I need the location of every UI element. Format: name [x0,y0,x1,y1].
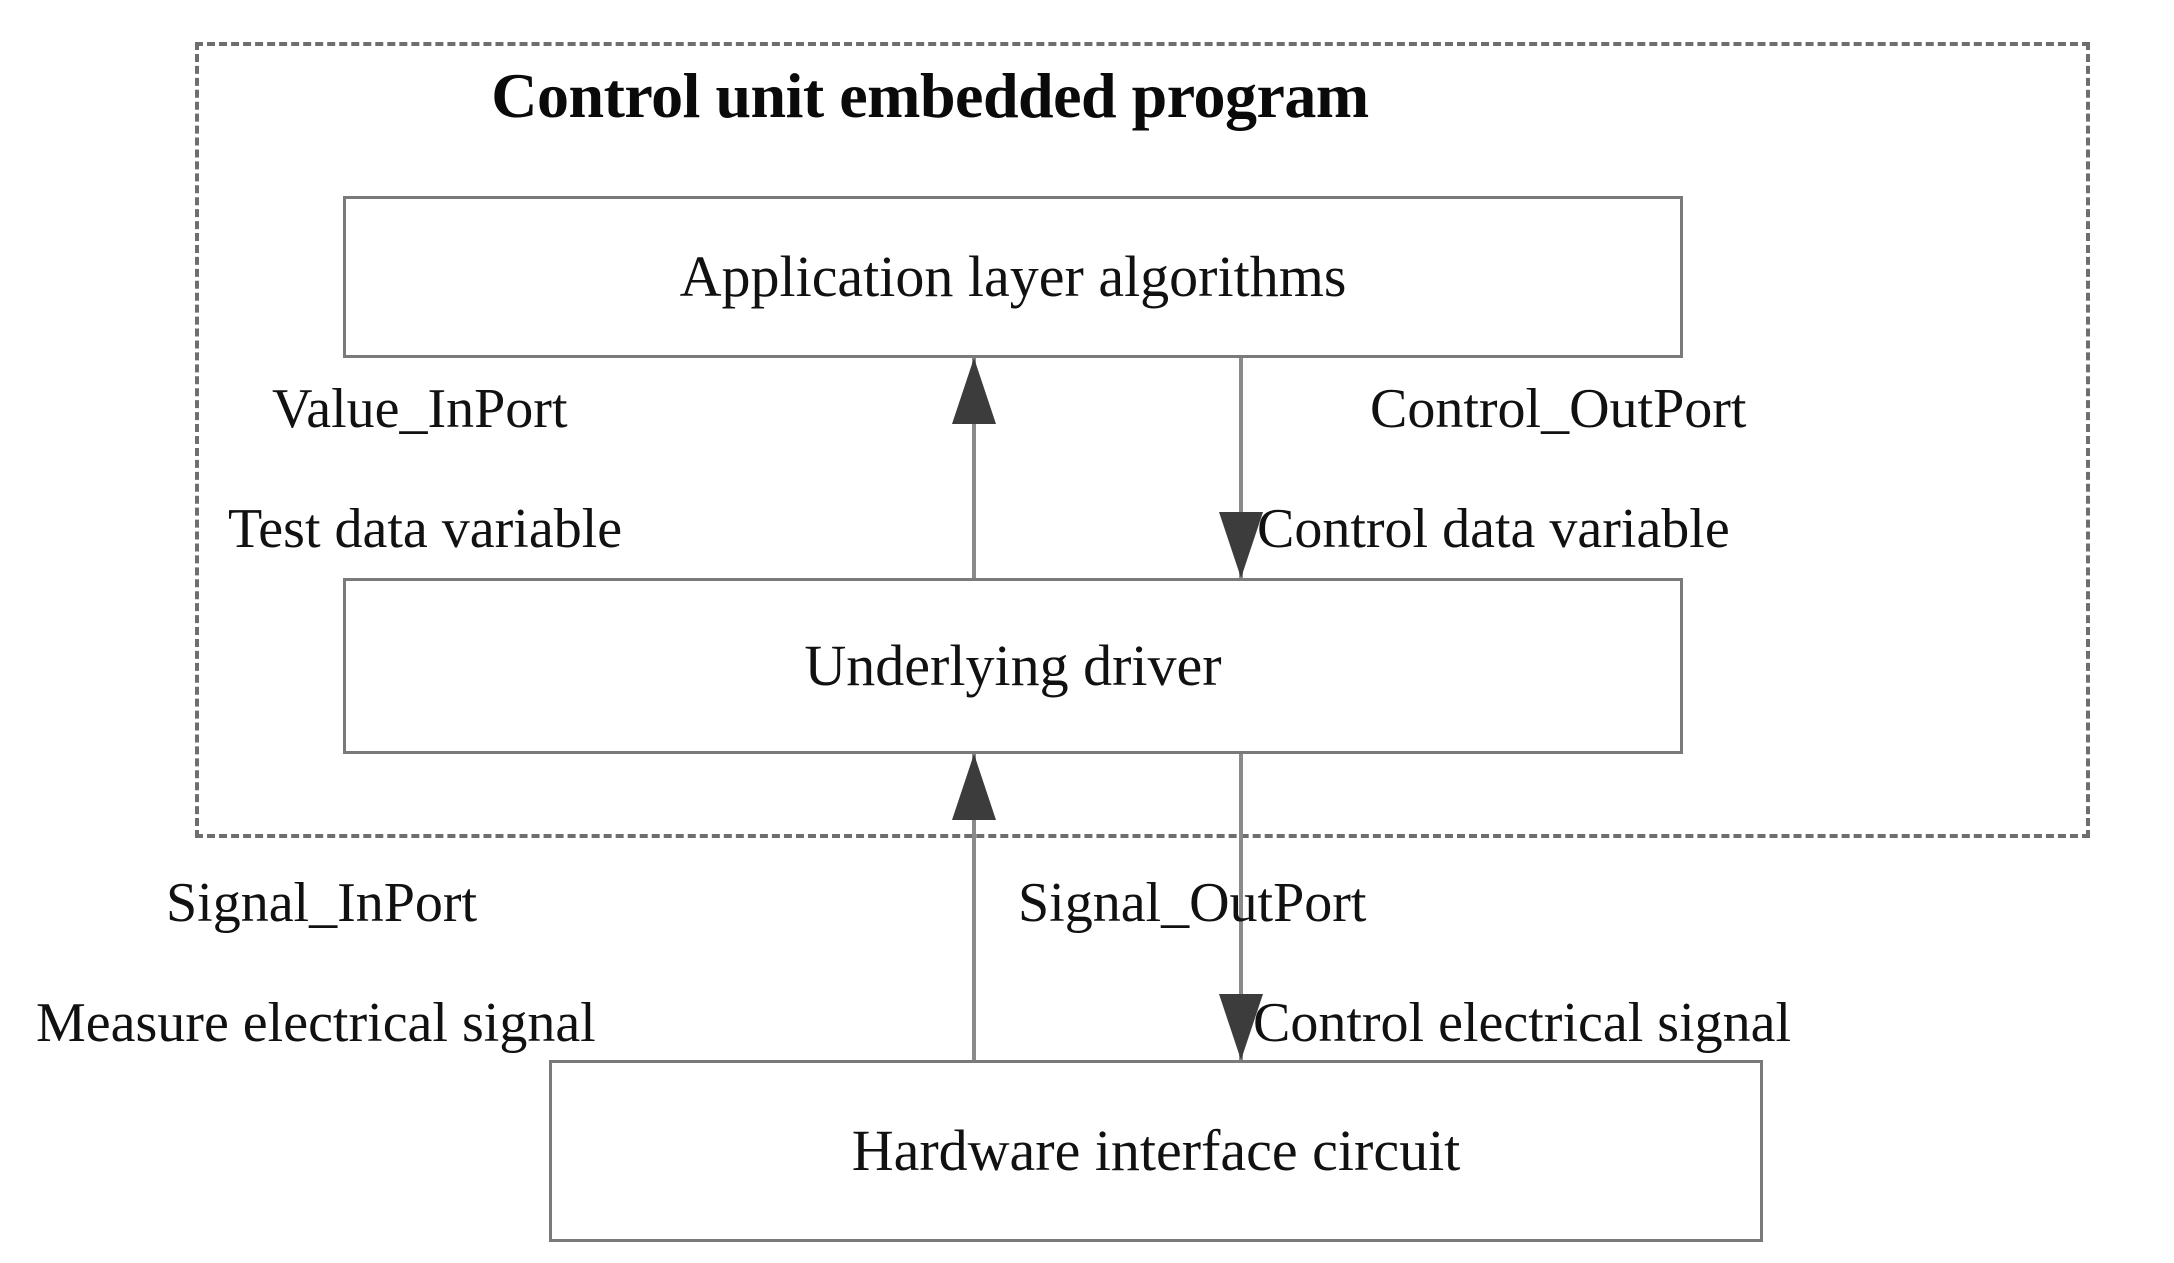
arrow-up-icon-signal-inport [952,754,996,820]
box-application-layer-algorithms: Application layer algorithms [343,196,1683,358]
connector-signal-outport-line [1239,754,1243,1060]
label-signal-outport-data: Control electrical signal [1253,992,1792,1054]
connector-control-outport-line [1239,358,1243,578]
label-value-inport-data: Test data variable [228,498,623,560]
label-signal-outport-port: Signal_OutPort [1018,872,1367,934]
connector-signal-inport-line [972,754,976,1060]
connector-value-inport-line [972,358,976,578]
box-underlying-driver: Underlying driver [343,578,1683,754]
control-unit-embedded-program-boundary [195,42,2090,838]
box-underlying-driver-label: Underlying driver [804,632,1222,698]
label-control-outport-data: Control data variable [1257,498,1730,560]
label-control-outport-port: Control_OutPort [1370,378,1747,440]
box-hardware-interface-circuit-label: Hardware interface circuit [851,1117,1461,1183]
arrow-down-icon-control-outport [1219,512,1263,578]
arrow-up-icon-value-inport [952,358,996,424]
box-application-layer-algorithms-label: Application layer algorithms [679,243,1347,309]
box-hardware-interface-circuit: Hardware interface circuit [549,1060,1763,1242]
page-title: Control unit embedded program [491,60,1369,131]
arrow-down-icon-signal-outport [1219,994,1263,1060]
label-signal-inport-data: Measure electrical signal [36,992,596,1054]
label-value-inport-port: Value_InPort [272,378,568,440]
label-signal-inport-port: Signal_InPort [166,872,478,934]
